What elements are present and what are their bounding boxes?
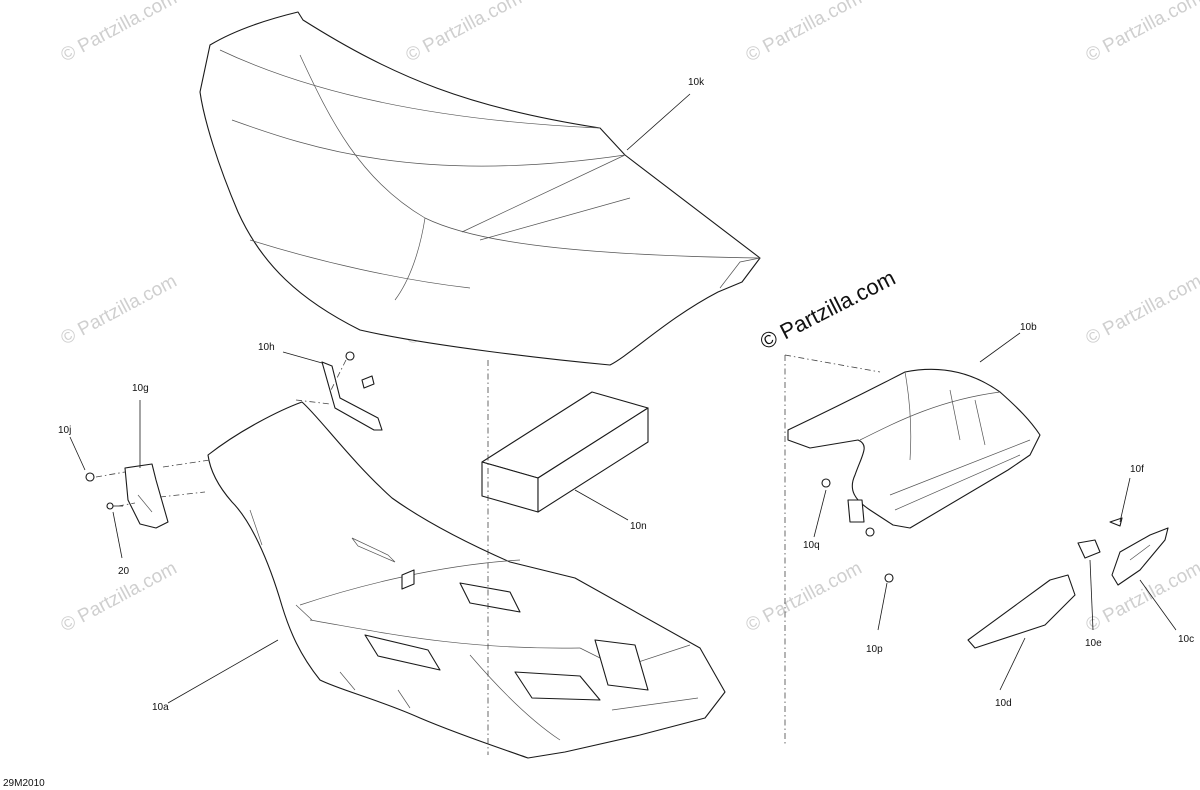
callout-10b: 10b [1020, 322, 1037, 333]
watermark: © Partzilla.com [742, 0, 865, 66]
side-panel-part-10d [967, 574, 1076, 649]
callout-10h: 10h [258, 342, 275, 353]
watermark: © Partzilla.com [1082, 0, 1200, 66]
callout-10q: 10q [803, 540, 820, 551]
callout-10n: 10n [630, 521, 647, 532]
leader-lines [69, 93, 1177, 704]
watermark: © Partzilla.com [742, 558, 865, 637]
seat-part-10k [199, 11, 761, 366]
callout-10k: 10k [688, 77, 705, 88]
bracket-part-10h [321, 351, 383, 431]
callout-10f: 10f [1130, 464, 1144, 475]
callout-10p: 10p [866, 644, 883, 655]
figure-code: 29M2010 [3, 778, 45, 789]
seat-base-part-10a [207, 401, 726, 759]
watermark: © Partzilla.com [1082, 271, 1200, 350]
small-cover-part-10c [1111, 527, 1169, 586]
watermark: © Partzilla.com [1082, 558, 1200, 637]
watermark: © Partzilla.com [57, 271, 180, 350]
callout-10e: 10e [1085, 638, 1102, 649]
callout-labels: 10k 10h 10g 10j 20 10n 10a 10b 10q 10p 1… [58, 77, 1194, 713]
callout-10a: 10a [152, 702, 169, 713]
cover-part-10b [787, 368, 1041, 529]
watermark: © Partzilla.com [402, 0, 525, 66]
latch-part-10g [85, 463, 169, 529]
watermark-main: © Partzilla.com [756, 265, 899, 355]
watermark: © Partzilla.com [57, 0, 180, 66]
foam-block-part-10n [481, 391, 649, 513]
callout-10c: 10c [1178, 634, 1194, 645]
assembly-lines [95, 354, 881, 755]
callout-20: 20 [118, 566, 130, 577]
callout-10j: 10j [58, 425, 71, 436]
callout-10d: 10d [995, 698, 1012, 709]
callout-10g: 10g [132, 383, 149, 394]
fasteners [821, 478, 1123, 583]
